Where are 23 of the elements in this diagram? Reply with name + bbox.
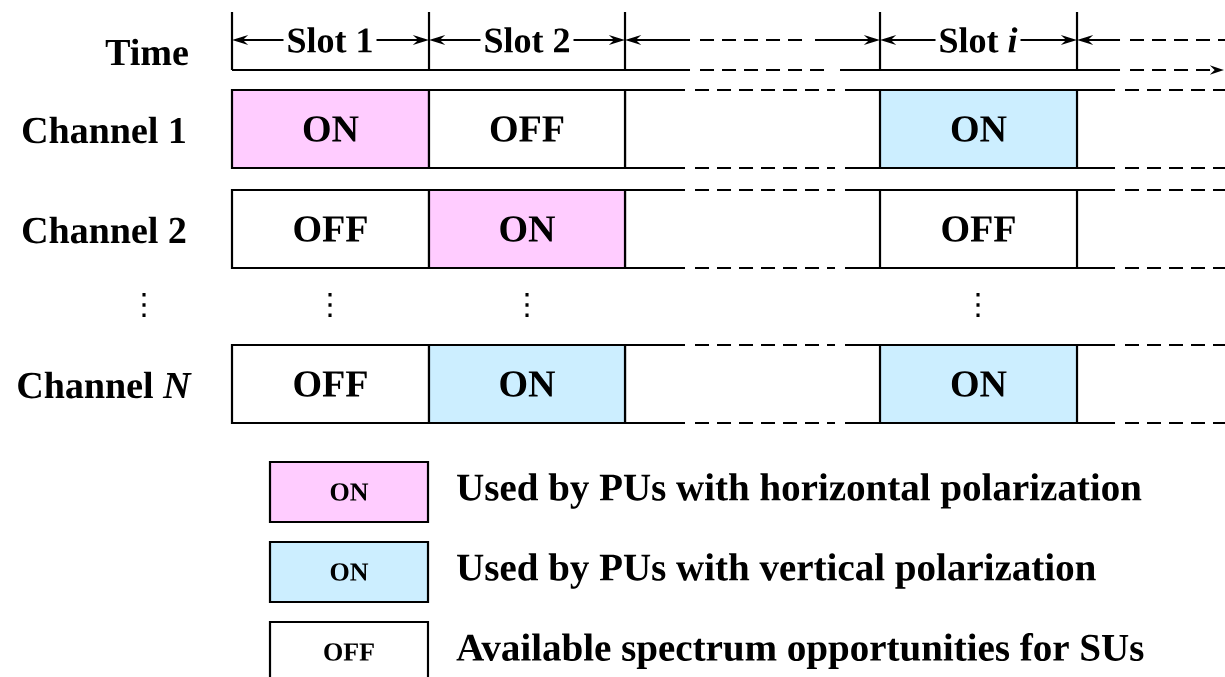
cell: OFF <box>427 88 627 170</box>
ellipsis: ⋮ <box>976 292 980 318</box>
ellipsis: ⋮ <box>525 292 529 318</box>
channel-label: Channel 1 <box>22 116 185 144</box>
cell: OFF <box>230 188 431 270</box>
channel-label: Channel 2 <box>22 216 186 244</box>
slot-label: Slot i <box>935 24 1021 56</box>
slot-label: Slot 1 <box>283 24 377 56</box>
cell: ON <box>230 88 431 170</box>
slot-label: Slot 2 <box>480 24 574 56</box>
cell: ON <box>878 88 1079 170</box>
cell: OFF <box>230 343 431 425</box>
axis-label: Time <box>105 38 188 66</box>
legend-text: Used by PUs with horizontal polarization <box>457 473 1142 509</box>
legend-text: Available spectrum opportunities for SUs <box>456 633 1144 669</box>
ellipsis: ⋮ <box>328 292 332 318</box>
channel-label: Channel N <box>18 371 192 399</box>
cell: OFF <box>878 188 1079 270</box>
cell: ON <box>878 343 1079 425</box>
legend-text: Used by PUs with vertical polarization <box>457 553 1096 589</box>
ellipsis: ⋮ <box>142 292 146 318</box>
cell: ON <box>427 343 627 425</box>
cell: ON <box>427 188 627 270</box>
